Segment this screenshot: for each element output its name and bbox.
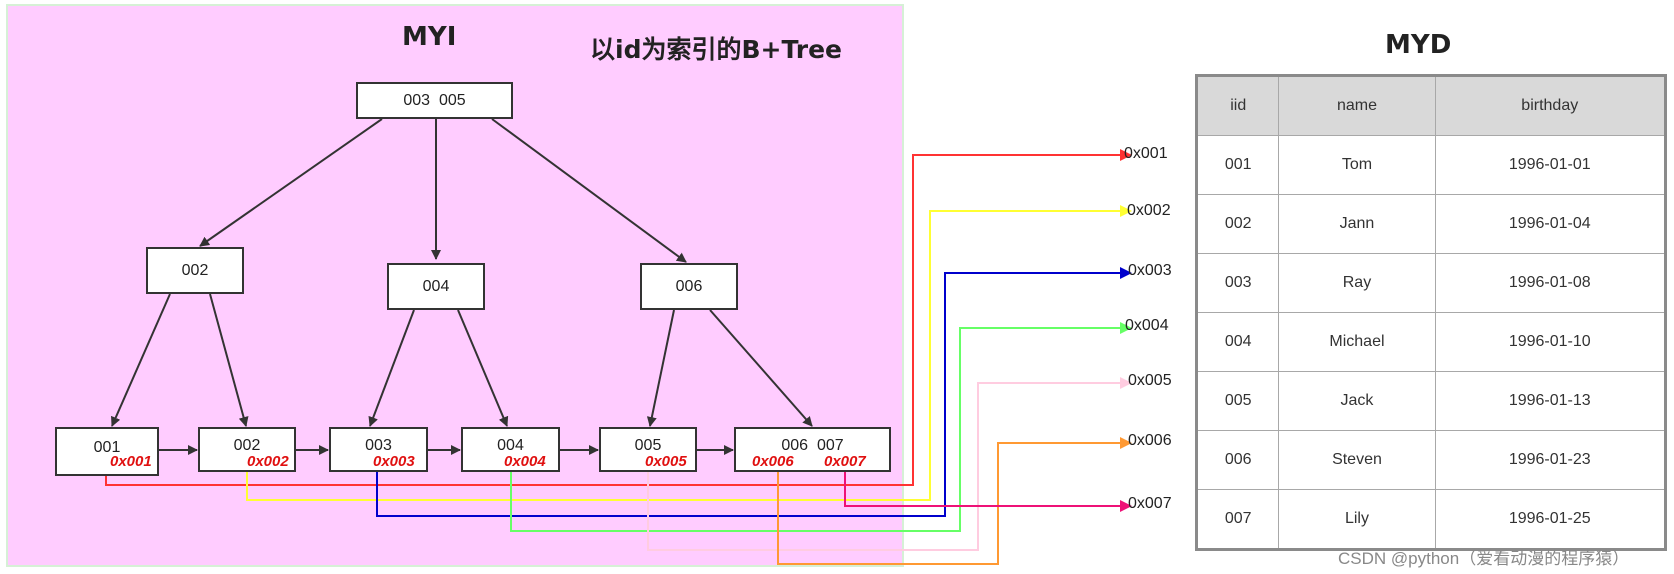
leaf-address-0x007: 0x007 — [824, 453, 866, 470]
leaf-node-005: 005 — [599, 427, 697, 472]
pointer-arrow-0x004 — [1120, 322, 1132, 334]
cell-birthday: 1996-01-13 — [1434, 371, 1667, 431]
cell-name: Tom — [1278, 135, 1436, 195]
cell-id: 007 — [1195, 489, 1280, 550]
edge-root-002 — [199, 118, 383, 247]
pointer-label-0x004: 0x004 — [1125, 317, 1169, 334]
pointer-arrow-0x002 — [1120, 205, 1132, 217]
pointer-label-0x001: 0x001 — [1124, 145, 1168, 162]
cell-name: Michael — [1278, 312, 1436, 372]
pointer-label-0x003: 0x003 — [1128, 262, 1172, 279]
cell-name: Jack — [1278, 371, 1436, 431]
leaf-address-0x003: 0x003 — [373, 453, 415, 470]
pointer-wire-0x006 — [777, 442, 1120, 565]
internal-node-004: 004 — [387, 263, 485, 310]
edge-root-006 — [491, 118, 687, 263]
myd-header-id: iid — [1195, 75, 1280, 136]
edge-006-leaf006 — [709, 309, 813, 427]
cell-name: Ray — [1278, 253, 1436, 313]
pointer-wire-0x002 — [246, 210, 1120, 501]
edge-006-leaf005 — [646, 309, 675, 427]
pointer-wire-0x004 — [510, 327, 1120, 532]
cell-birthday: 1996-01-25 — [1434, 489, 1667, 550]
cell-id: 001 — [1195, 135, 1280, 195]
watermark: CSDN @python（爱看动漫的程序猿） — [1338, 549, 1630, 568]
myi-title: MYI — [402, 22, 457, 52]
cell-birthday: 1996-01-23 — [1434, 430, 1667, 490]
pointer-arrow-0x001 — [1120, 149, 1132, 161]
cell-birthday: 1996-01-08 — [1434, 253, 1667, 313]
edge-002-leaf002 — [209, 293, 249, 427]
internal-node-006: 006 — [640, 263, 738, 310]
cell-id: 004 — [1195, 312, 1280, 372]
myd-title: MYD — [1385, 30, 1452, 60]
pointer-arrow-0x006 — [1120, 437, 1132, 449]
leaf-address-0x004: 0x004 — [504, 453, 546, 470]
myd-header-row: iid name birthday — [1195, 75, 1667, 136]
pointer-arrow-0x003 — [1120, 267, 1132, 279]
edge-002-leaf001 — [111, 293, 171, 427]
pointer-label-0x002: 0x002 — [1127, 202, 1171, 219]
cell-birthday: 1996-01-04 — [1434, 194, 1667, 254]
pointer-wire-0x001 — [105, 154, 1120, 486]
cell-birthday: 1996-01-01 — [1434, 135, 1667, 195]
leaf-address-0x002: 0x002 — [247, 453, 289, 470]
pointer-arrow-0x005 — [1120, 377, 1132, 389]
pointer-label-0x005: 0x005 — [1128, 372, 1172, 389]
cell-id: 005 — [1195, 371, 1280, 431]
pointer-wire-0x005 — [647, 382, 1120, 551]
pointer-label-0x006: 0x006 — [1128, 432, 1172, 449]
leaf-node-003: 003 — [329, 427, 428, 472]
myd-header-birthday: birthday — [1434, 75, 1667, 136]
edge-004-leaf004 — [457, 309, 509, 427]
root-node: 003 005 — [356, 82, 513, 119]
leaf-address-0x006: 0x006 — [752, 453, 794, 470]
cell-id: 002 — [1195, 194, 1280, 254]
cell-birthday: 1996-01-10 — [1434, 312, 1667, 372]
leaf-node-004: 004 — [461, 427, 560, 472]
pointer-wire-0x003 — [376, 272, 1120, 517]
myd-header-name: name — [1278, 75, 1436, 136]
cell-id: 006 — [1195, 430, 1280, 490]
edge-004-leaf003 — [368, 309, 415, 427]
leaf-address-0x001: 0x001 — [110, 453, 152, 470]
internal-node-002: 002 — [146, 247, 244, 294]
cell-name: Steven — [1278, 430, 1436, 490]
pointer-wire-0x007 — [844, 470, 1120, 507]
leaf-address-0x005: 0x005 — [645, 453, 687, 470]
cell-name: Jann — [1278, 194, 1436, 254]
cell-id: 003 — [1195, 253, 1280, 313]
leaf-node-002: 002 — [198, 427, 296, 472]
btree-title: 以id为索引的B+Tree — [590, 35, 843, 64]
cell-name: Lily — [1278, 489, 1436, 550]
pointer-arrow-0x007 — [1120, 500, 1132, 512]
leaf-node-006-007: 006 007 — [734, 427, 891, 472]
leaf-node-001: 001 — [55, 427, 159, 476]
pointer-label-0x007: 0x007 — [1128, 495, 1172, 512]
